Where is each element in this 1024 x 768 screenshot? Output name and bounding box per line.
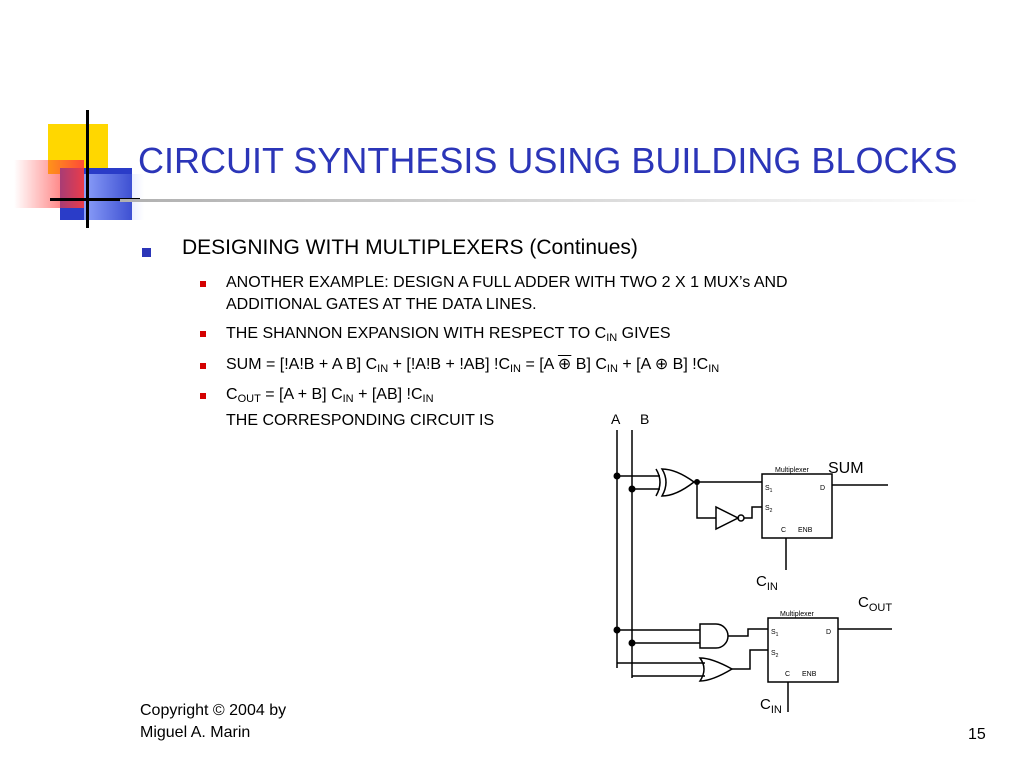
junction-dot (613, 472, 621, 480)
sub-bullet-icon (200, 363, 206, 369)
mux2-title: Multiplexer (780, 611, 815, 618)
mux1-s1: S1 (765, 485, 773, 494)
mux2-c: C (785, 671, 790, 678)
page-number: 15 (968, 726, 986, 743)
inverter-gate (715, 505, 740, 531)
cout-output-label: COUT (858, 594, 892, 614)
input-a-label: A (611, 411, 621, 427)
cout-equation: COUT = [A + B] CIN + [AB] !CIN (226, 386, 434, 405)
or-gate (698, 657, 734, 682)
and-gate (699, 623, 729, 649)
input-b-label: B (640, 411, 649, 427)
heading-bullet: DESIGNING WITH MULTIPLEXERS (Continues) (182, 236, 638, 259)
sub-bullet-icon (200, 281, 206, 287)
mux2-s2: S2 (771, 650, 779, 659)
bullet-square-icon (142, 248, 151, 257)
mux2-s1: S1 (771, 629, 779, 638)
cin-label-1: CIN (756, 573, 778, 593)
example-line-1: ANOTHER EXAMPLE: DESIGN A FULL ADDER WIT… (226, 274, 788, 291)
logo-horizontal-line (50, 198, 140, 201)
sub-bullet-icon (200, 331, 206, 337)
mux1-box (761, 473, 833, 539)
example-line-2: ADDITIONAL GATES AT THE DATA LINES. (226, 296, 537, 313)
cin-label-2: CIN (760, 696, 782, 716)
mux1-title: Multiplexer (775, 467, 810, 474)
logo-vertical-line (86, 110, 89, 228)
shannon-line: THE SHANNON EXPANSION WITH RESPECT TO CI… (226, 325, 671, 344)
mux1-s2: S2 (765, 505, 773, 514)
logo-blue-fade (84, 174, 144, 220)
sum-output-label: SUM (828, 460, 864, 477)
mux2-box (767, 617, 839, 683)
mux1-d: D (820, 485, 825, 492)
junction-dot (628, 485, 636, 493)
circuit-intro: THE CORRESPONDING CIRCUIT IS (226, 412, 495, 429)
slide-title: CIRCUIT SYNTHESIS USING BUILDING BLOCKS (138, 140, 958, 181)
mux2-enb: ENB (802, 671, 817, 678)
xor-gate (660, 468, 696, 497)
sum-equation: SUM = [!A!B + A B] CIN + [!A!B + !AB] !C… (226, 356, 720, 375)
junction-dot (694, 479, 700, 485)
junction-dot (628, 639, 636, 647)
sub-bullet-icon (200, 393, 206, 399)
title-underline (120, 199, 980, 202)
mux1-c: C (781, 527, 786, 534)
mux2-d: D (826, 629, 831, 636)
junction-dot (613, 626, 621, 634)
xor-gate-back-curve (655, 468, 661, 497)
mux1-enb: ENB (798, 527, 813, 534)
copyright-footer: Copyright © 2004 by Miguel A. Marin (140, 702, 287, 741)
xor-overlined: ⊕ (557, 356, 572, 373)
